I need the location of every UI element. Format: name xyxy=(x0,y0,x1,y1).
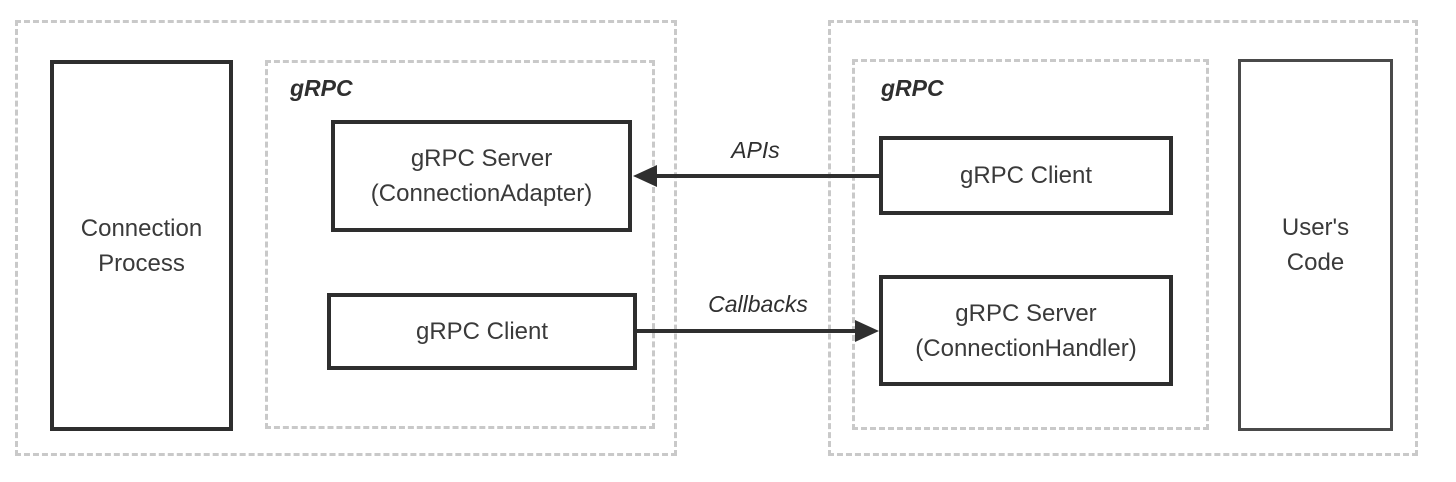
grpc-group-left-label: gRPC xyxy=(290,75,353,101)
connection-process-region xyxy=(15,20,677,456)
grpc-group-right: gRPC xyxy=(852,59,1209,430)
arrowhead-left-icon xyxy=(633,165,657,187)
grpc-server-connection-adapter-box: gRPC Server (ConnectionAdapter) xyxy=(331,120,632,232)
callbacks-arrow-label: Callbacks xyxy=(708,291,808,317)
connection-process-box: Connection Process xyxy=(50,60,233,431)
arrowhead-right-icon xyxy=(855,320,879,342)
connection-process-label: Connection Process xyxy=(80,214,203,277)
grpc-server-connection-handler-box: gRPC Server (ConnectionHandler) xyxy=(879,275,1173,386)
apis-arrow-label: APIs xyxy=(731,137,780,163)
grpc-group-left: gRPC xyxy=(265,60,655,429)
grpc-server-connection-handler-label: gRPC Server (ConnectionHandler) xyxy=(915,299,1137,362)
grpc-server-connection-adapter-label: gRPC Server (ConnectionAdapter) xyxy=(370,145,593,207)
grpc-client-right-box: gRPC Client xyxy=(879,136,1173,215)
users-code-label: User's Code xyxy=(1281,214,1350,276)
grpc-group-right-label: gRPC xyxy=(881,75,944,101)
apis-arrow-line xyxy=(655,174,879,178)
grpc-client-left-box: gRPC Client xyxy=(327,293,637,370)
grpc-client-left-label: gRPC Client xyxy=(415,318,549,345)
callbacks-arrow-line xyxy=(637,329,857,333)
users-code-region xyxy=(828,20,1418,456)
users-code-box: User's Code xyxy=(1238,59,1393,431)
grpc-client-right-label: gRPC Client xyxy=(959,162,1093,189)
